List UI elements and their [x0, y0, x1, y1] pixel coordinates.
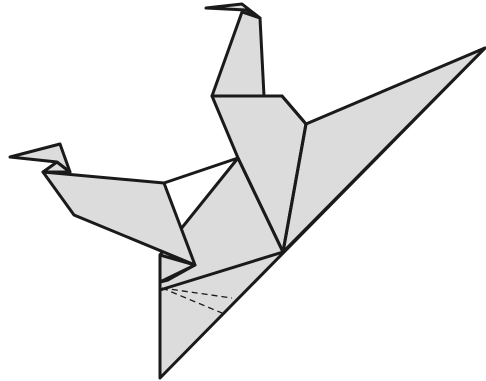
- right-outer-panel: [283, 48, 485, 252]
- right-neck: [212, 12, 264, 96]
- left-wing-flap: [43, 172, 195, 282]
